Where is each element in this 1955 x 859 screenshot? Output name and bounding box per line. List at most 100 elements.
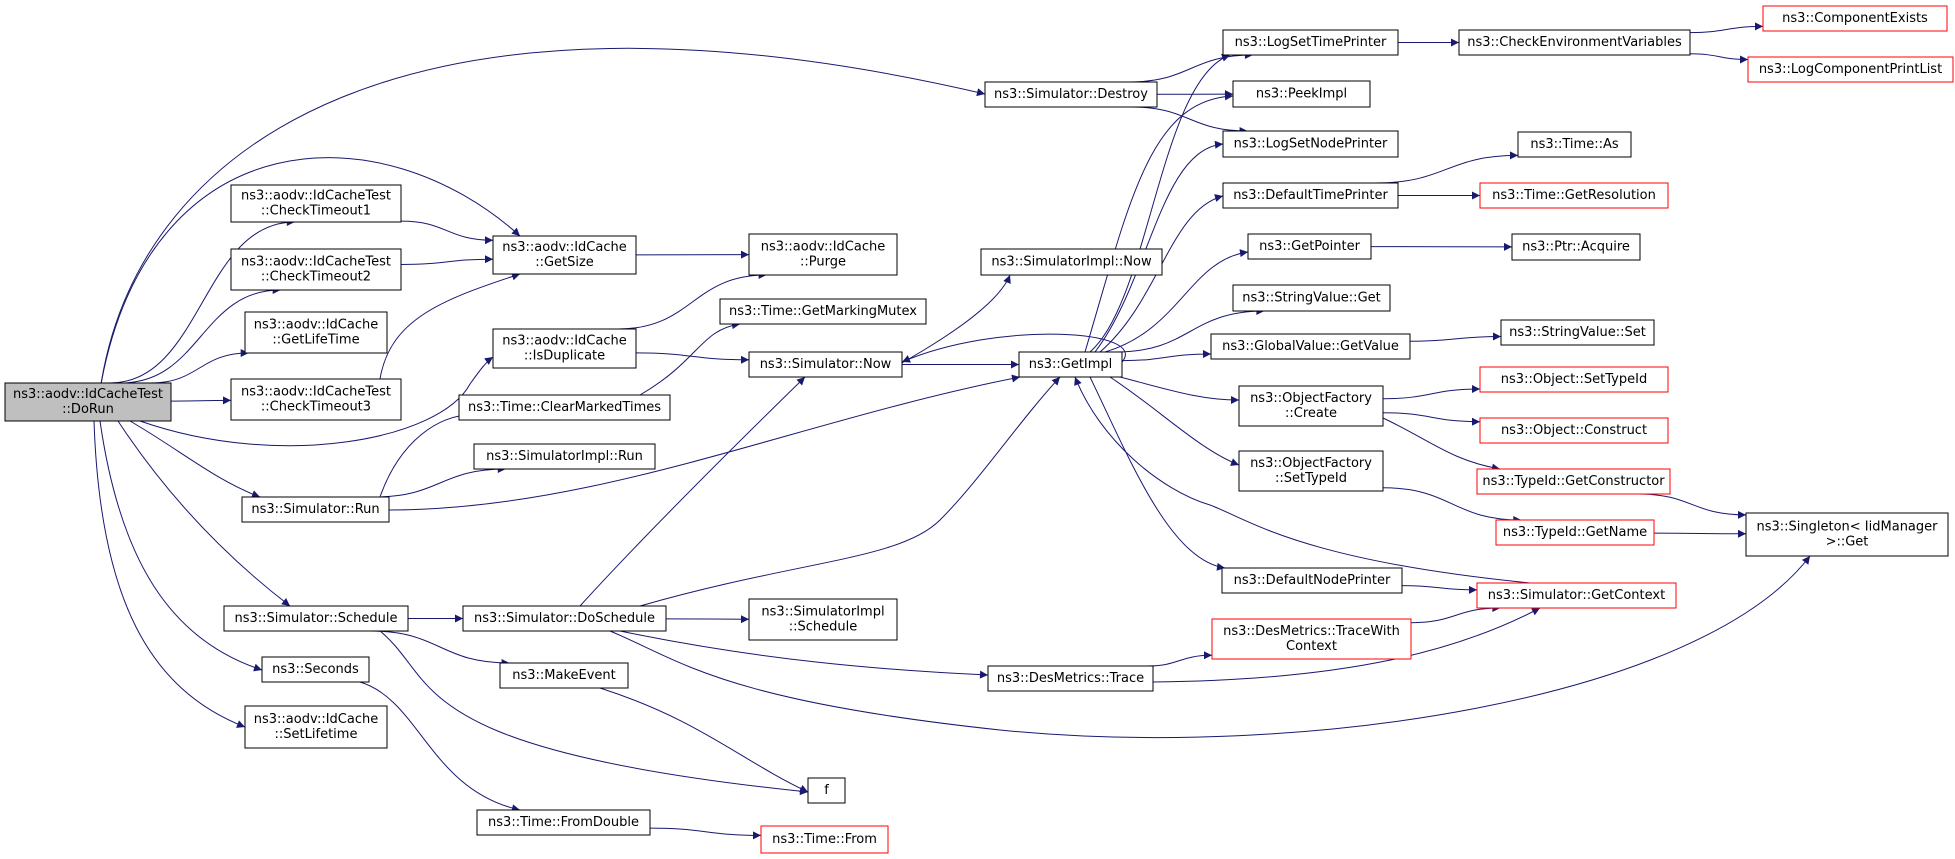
node-purge[interactable]: ns3::aodv::IdCache::Purge xyxy=(748,233,898,276)
node-simimpl_run[interactable]: ns3::SimulatorImpl::Run xyxy=(473,443,656,470)
node-logcomponentprintlist[interactable]: ns3::LogComponentPrintList xyxy=(1747,56,1954,83)
edge-getimpl-to-peekimpl xyxy=(1084,92,1234,353)
node-peekimpl[interactable]: ns3::PeekImpl xyxy=(1232,80,1371,108)
node-typeid_getname[interactable]: ns3::TypeId::GetName xyxy=(1495,519,1655,546)
node-box xyxy=(1476,582,1677,609)
node-isduplicate[interactable]: ns3::aodv::IdCache::IsDuplicate xyxy=(492,328,637,369)
node-label: ::SetTypeId xyxy=(1275,471,1347,486)
node-box xyxy=(807,777,846,804)
node-time_getresolution[interactable]: ns3::Time::GetResolution xyxy=(1479,182,1669,209)
node-sim_schedule[interactable]: ns3::Simulator::Schedule xyxy=(223,605,409,632)
node-componentexists[interactable]: ns3::ComponentExists xyxy=(1762,5,1948,32)
edge-dorun-to-seconds xyxy=(99,420,263,672)
node-label: ns3::Time::FromDouble xyxy=(488,815,639,830)
node-objectfactory_create[interactable]: ns3::ObjectFactory::Create xyxy=(1238,385,1384,427)
node-box xyxy=(241,496,390,523)
edge-objectfactory_create-to-object_construct xyxy=(1382,412,1481,426)
node-box xyxy=(760,825,889,854)
node-label: ns3::Time::ClearMarkedTimes xyxy=(468,400,661,415)
node-sim_destroy[interactable]: ns3::Simulator::Destroy xyxy=(984,81,1158,108)
node-label: ns3::TypeId::GetName xyxy=(1503,525,1647,540)
node-setlifetime[interactable]: ns3::aodv::IdCache::SetLifetime xyxy=(244,705,388,749)
edge-isduplicate-to-sim_now xyxy=(635,352,750,364)
node-checktimeout3[interactable]: ns3::aodv::IdCacheTest::CheckTimeout3 xyxy=(230,378,402,421)
edge-makeevent-to-f xyxy=(599,687,809,793)
edge-defaultnodeprinter-to-sim_getcontext xyxy=(1401,585,1478,594)
node-doschedule[interactable]: ns3::Simulator::DoSchedule xyxy=(462,605,667,632)
node-box xyxy=(230,248,402,291)
node-object_settypeid[interactable]: ns3::Object::SetTypeId xyxy=(1479,366,1669,393)
node-time_from[interactable]: ns3::Time::From xyxy=(760,825,889,854)
node-defaultnodeprinter[interactable]: ns3::DefaultNodePrinter xyxy=(1221,567,1403,594)
node-label: ::GetSize xyxy=(535,255,594,270)
node-label: ::Schedule xyxy=(789,620,858,635)
node-box xyxy=(1238,385,1384,427)
node-stringvalue_get[interactable]: ns3::StringValue::Get xyxy=(1232,284,1391,312)
edge-tracewithcontext-to-sim_getcontext xyxy=(1410,604,1501,624)
node-box xyxy=(748,598,898,641)
node-desmetrics_trace[interactable]: ns3::DesMetrics::Trace xyxy=(987,665,1154,692)
node-simimpl_schedule[interactable]: ns3::SimulatorImpl::Schedule xyxy=(748,598,898,641)
node-box xyxy=(1745,512,1949,557)
node-dorun[interactable]: ns3::aodv::IdCacheTest::DoRun xyxy=(4,382,172,422)
node-clearmarked[interactable]: ns3::Time::ClearMarkedTimes xyxy=(458,394,671,421)
node-label: ns3::aodv::IdCache xyxy=(761,240,885,255)
node-getpointer[interactable]: ns3::GetPointer xyxy=(1247,233,1372,260)
node-getsize[interactable]: ns3::aodv::IdCache::GetSize xyxy=(492,235,637,275)
node-box xyxy=(1479,417,1669,444)
node-seconds[interactable]: ns3::Seconds xyxy=(261,656,370,683)
node-checktimeout1[interactable]: ns3::aodv::IdCacheTest::CheckTimeout1 xyxy=(230,184,402,223)
node-ptr_acquire[interactable]: ns3::Ptr::Acquire xyxy=(1511,233,1641,261)
node-box xyxy=(1221,567,1403,594)
node-f[interactable]: f xyxy=(807,777,846,804)
edge-dorun-to-getsize xyxy=(100,157,521,385)
node-label: ns3::StringValue::Get xyxy=(1242,291,1380,306)
edge-objectfactory_create-to-typeid_getconstructor xyxy=(1382,417,1501,472)
node-box xyxy=(984,81,1158,108)
node-box xyxy=(1210,333,1411,360)
node-typeid_getconstructor[interactable]: ns3::TypeId::GetConstructor xyxy=(1476,468,1671,495)
node-fromdouble[interactable]: ns3::Time::FromDouble xyxy=(476,809,651,836)
node-label: ns3::Simulator::GetContext xyxy=(1488,588,1665,603)
edge-sim_run-to-getimpl xyxy=(388,374,1021,511)
node-globalvalue_getvalue[interactable]: ns3::GlobalValue::GetValue xyxy=(1210,333,1411,360)
node-object_construct[interactable]: ns3::Object::Construct xyxy=(1479,417,1669,444)
edge-dorun-to-sim_destroy xyxy=(100,47,986,385)
node-label: ::IsDuplicate xyxy=(524,349,605,364)
node-box xyxy=(1762,5,1948,32)
node-defaulttimeprinter[interactable]: ns3::DefaultTimePrinter xyxy=(1222,182,1399,209)
node-box xyxy=(1517,131,1632,158)
node-label: ::DoRun xyxy=(62,402,114,417)
node-logsetnodeprinter[interactable]: ns3::LogSetNodePrinter xyxy=(1222,130,1399,158)
node-sim_run[interactable]: ns3::Simulator::Run xyxy=(241,496,390,523)
node-label: ns3::Singleton< IidManager xyxy=(1756,520,1938,535)
node-logsettimeprinter[interactable]: ns3::LogSetTimePrinter xyxy=(1222,29,1399,56)
node-label: ns3::Ptr::Acquire xyxy=(1522,240,1630,255)
edge-sim_getcontext-to-getimpl xyxy=(1074,376,1531,584)
node-stringvalue_set[interactable]: ns3::StringValue::Set xyxy=(1500,319,1655,346)
node-objectfactory_settypeid[interactable]: ns3::ObjectFactory::SetTypeId xyxy=(1238,450,1384,492)
node-getmarkingmutex[interactable]: ns3::Time::GetMarkingMutex xyxy=(719,298,927,325)
edge-checktimeout1-to-getsize xyxy=(400,220,494,245)
node-singleton_get[interactable]: ns3::Singleton< IidManager >::Get xyxy=(1745,512,1949,557)
node-simimpl_now[interactable]: ns3::SimulatorImpl::Now xyxy=(980,248,1163,276)
edge-sim_schedule-to-makeevent xyxy=(370,630,510,667)
node-sim_now[interactable]: ns3::Simulator::Now xyxy=(748,351,903,378)
node-makeevent[interactable]: ns3::MakeEvent xyxy=(499,662,629,689)
node-time_as[interactable]: ns3::Time::As xyxy=(1517,131,1632,158)
edge-getimpl-to-defaulttimeprinter xyxy=(1099,194,1224,353)
node-label: ns3::SimulatorImpl::Now xyxy=(991,255,1152,270)
node-getimpl[interactable]: ns3::GetImpl xyxy=(1018,351,1123,378)
node-label: ns3::Time::As xyxy=(1530,137,1619,152)
edge-getimpl-to-defaultnodeprinter xyxy=(1089,376,1226,571)
node-box xyxy=(748,351,903,378)
node-label: ns3::aodv::IdCacheTest xyxy=(241,255,391,270)
node-getlifetime[interactable]: ns3::aodv::IdCache::GetLifeTime xyxy=(244,311,388,354)
node-label: ns3::GetImpl xyxy=(1029,357,1113,372)
node-sim_getcontext[interactable]: ns3::Simulator::GetContext xyxy=(1476,582,1677,609)
node-checktimeout2[interactable]: ns3::aodv::IdCacheTest::CheckTimeout2 xyxy=(230,248,402,291)
edge-sim_destroy-to-logsettimeprinter xyxy=(1128,51,1253,83)
node-box xyxy=(476,809,651,836)
node-checkenv[interactable]: ns3::CheckEnvironmentVariables xyxy=(1458,29,1691,56)
